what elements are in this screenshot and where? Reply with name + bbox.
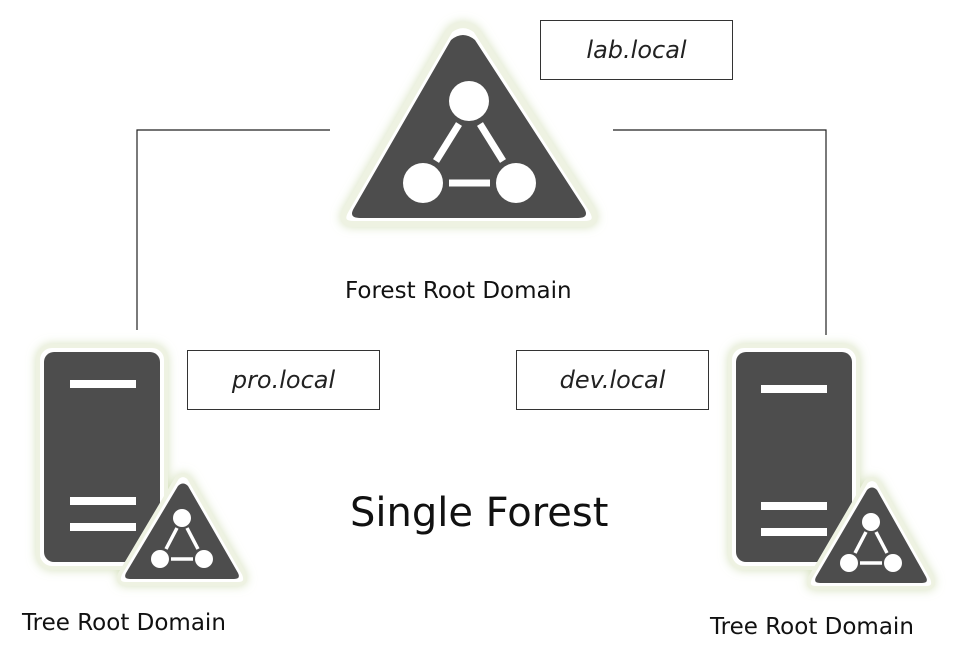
- right-tree-domain-name: dev.local: [516, 350, 709, 410]
- forest-root-domain-icon: [340, 22, 598, 227]
- left-tree-root-icon: [36, 344, 248, 586]
- left-tree-domain-name: pro.local: [187, 350, 380, 410]
- forest-root-caption: Forest Root Domain: [345, 278, 572, 304]
- diagram-title: Single Forest: [350, 490, 609, 536]
- right-tree-caption: Tree Root Domain: [710, 614, 914, 640]
- forest-root-domain-name: lab.local: [540, 20, 733, 80]
- left-tree-caption: Tree Root Domain: [22, 610, 226, 636]
- right-tree-root-icon: [728, 344, 936, 590]
- connector-left: [136, 129, 330, 330]
- connector-right: [613, 129, 827, 335]
